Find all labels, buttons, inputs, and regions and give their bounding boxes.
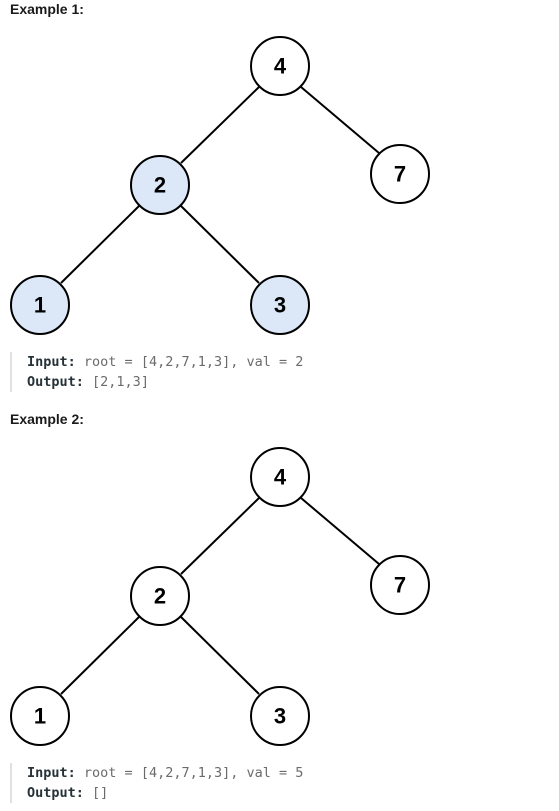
- node-circle: [130, 155, 190, 215]
- node-label: 7: [394, 573, 406, 598]
- edge-4-2: [180, 497, 260, 575]
- node-circle: [10, 275, 70, 335]
- edge-4-2: [180, 86, 260, 164]
- tree-node-left-child: 2: [130, 155, 190, 215]
- input-label: Input:: [27, 354, 76, 370]
- example-2-title: Example 2:: [10, 411, 84, 427]
- node-label: 2: [154, 584, 166, 609]
- edge-4-7: [300, 497, 380, 565]
- edge-2-1: [60, 616, 140, 695]
- output-value: [2,1,3]: [92, 374, 149, 390]
- node-circle: [250, 275, 310, 335]
- example-2-io-block: Input: root = [4,2,7,1,3], val = 5 Outpu…: [10, 763, 559, 803]
- node-circle: [250, 36, 310, 96]
- edge-4-7: [300, 86, 380, 154]
- input-line: Input: root = [4,2,7,1,3], val = 2: [27, 352, 559, 372]
- node-label: 7: [394, 162, 406, 187]
- example-1-io-block: Input: root = [4,2,7,1,3], val = 2 Outpu…: [10, 352, 559, 392]
- tree-node-root: 4: [250, 36, 310, 96]
- node-circle: [370, 555, 430, 615]
- tree-node-left-left: 1: [10, 275, 70, 335]
- node-label: 2: [154, 173, 166, 198]
- tree-node-right-child: 7: [370, 144, 430, 204]
- example-1-tree-diagram: 4 2 7 1 3: [10, 36, 430, 335]
- output-line: Output: []: [27, 783, 559, 803]
- node-circle: [370, 144, 430, 204]
- edge-2-3: [180, 616, 260, 695]
- output-line: Output: [2,1,3]: [27, 372, 559, 392]
- output-value: []: [92, 785, 109, 801]
- input-value: root = [4,2,7,1,3], val = 5: [83, 765, 304, 781]
- input-label: Input:: [27, 765, 76, 781]
- tree-node-left-right: 3: [250, 686, 310, 746]
- node-circle: [130, 566, 190, 626]
- input-line: Input: root = [4,2,7,1,3], val = 5: [27, 763, 559, 783]
- edge-2-3: [180, 205, 260, 284]
- output-label: Output:: [27, 785, 84, 801]
- node-circle: [10, 686, 70, 746]
- tree-node-left-right: 3: [250, 275, 310, 335]
- node-circle: [250, 686, 310, 746]
- node-label: 4: [274, 54, 287, 79]
- tree-node-left-child: 2: [130, 566, 190, 626]
- edge-2-1: [60, 205, 140, 284]
- node-label: 1: [34, 704, 46, 729]
- tree-node-left-left: 1: [10, 686, 70, 746]
- node-label: 1: [34, 293, 46, 318]
- node-label: 3: [274, 704, 286, 729]
- tree-node-right-child: 7: [370, 555, 430, 615]
- input-value: root = [4,2,7,1,3], val = 2: [83, 354, 304, 370]
- node-label: 4: [274, 465, 287, 490]
- example-1-title: Example 1:: [10, 1, 84, 17]
- tree-node-root: 4: [250, 447, 310, 507]
- node-circle: [250, 447, 310, 507]
- output-label: Output:: [27, 374, 84, 390]
- node-label: 3: [274, 293, 286, 318]
- example-2-tree-diagram: 4 2 7 1 3: [10, 447, 430, 746]
